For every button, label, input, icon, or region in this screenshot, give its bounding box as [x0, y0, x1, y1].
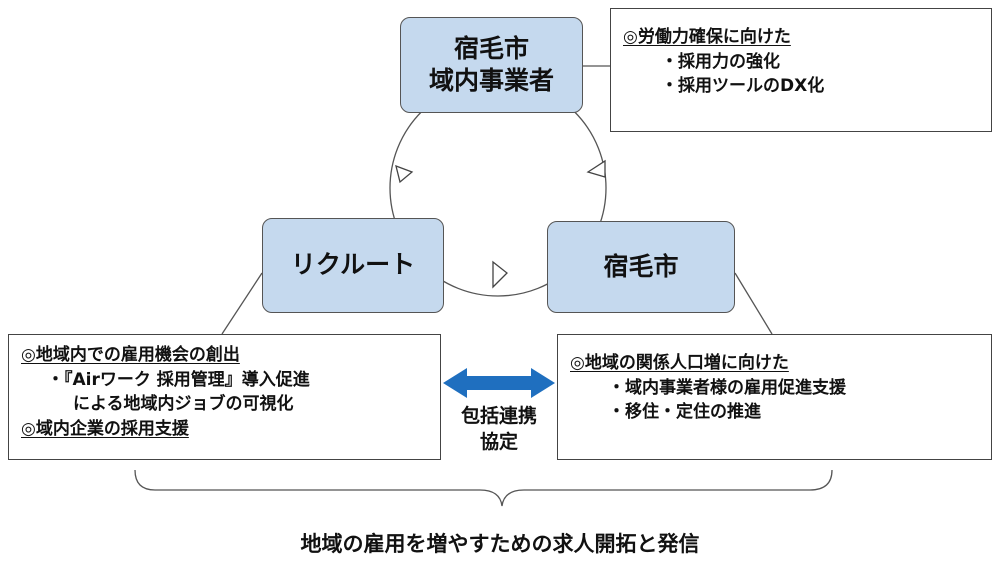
node-city: 宿毛市 — [547, 221, 735, 313]
node-local-businesses: 宿毛市 域内事業者 — [400, 17, 583, 113]
footer-caption: 地域の雇用を増やすための求人開拓と発信 — [300, 532, 700, 556]
connector-left — [221, 272, 263, 335]
cycle-arrow-right — [586, 159, 606, 178]
partnership-label-line2: 協定 — [479, 430, 518, 453]
top-box-item: ・採用ツールのDX化 — [661, 76, 825, 97]
right-box-heading: ◎地域の関係人口増に向けた — [570, 353, 789, 373]
left-box-heading-2: ◎域内企業の採用支援 — [21, 418, 189, 439]
cycle-arrow-left — [395, 164, 414, 184]
node-recruit: リクルート — [262, 218, 444, 313]
left-info-box: ◎地域内での雇用機会の創出 ・『Airワーク 採用管理』導入促進 による地域内ジ… — [8, 334, 441, 460]
node-recruit-label: リクルート — [290, 250, 416, 280]
partnership-label-line1: 包括連携 — [460, 405, 537, 427]
right-info-box: ◎地域の関係人口増に向けた ・域内事業者様の雇用促進支援 ・移住・定住の推進 — [557, 334, 992, 460]
node-local-businesses-line1: 宿毛市 — [453, 33, 529, 63]
top-info-box: ◎労働力確保に向けた ・採用力の強化 ・採用ツールのDX化 — [610, 8, 992, 132]
top-box-heading: ◎労働力確保に向けた — [623, 27, 791, 47]
right-box-item: ・移住・定住の推進 — [608, 402, 761, 423]
left-box-item-continued: による地域内ジョブの可視化 — [73, 394, 294, 415]
partnership-agreement-label: 包括連携 協定 — [449, 404, 549, 455]
node-city-label: 宿毛市 — [603, 251, 679, 281]
partnership-double-arrow — [443, 368, 555, 398]
left-box-heading-1: ◎地域内での雇用機会の創出 — [21, 345, 240, 365]
right-box-item: ・域内事業者様の雇用促進支援 — [608, 377, 846, 398]
connector-right — [734, 272, 773, 335]
cycle-arrow-bottom — [492, 260, 508, 289]
top-box-item: ・採用力の強化 — [661, 51, 780, 72]
left-box-item: ・『Airワーク 採用管理』導入促進 — [47, 369, 310, 390]
bottom-brace — [134, 469, 833, 507]
node-local-businesses-line2: 域内事業者 — [428, 66, 554, 95]
